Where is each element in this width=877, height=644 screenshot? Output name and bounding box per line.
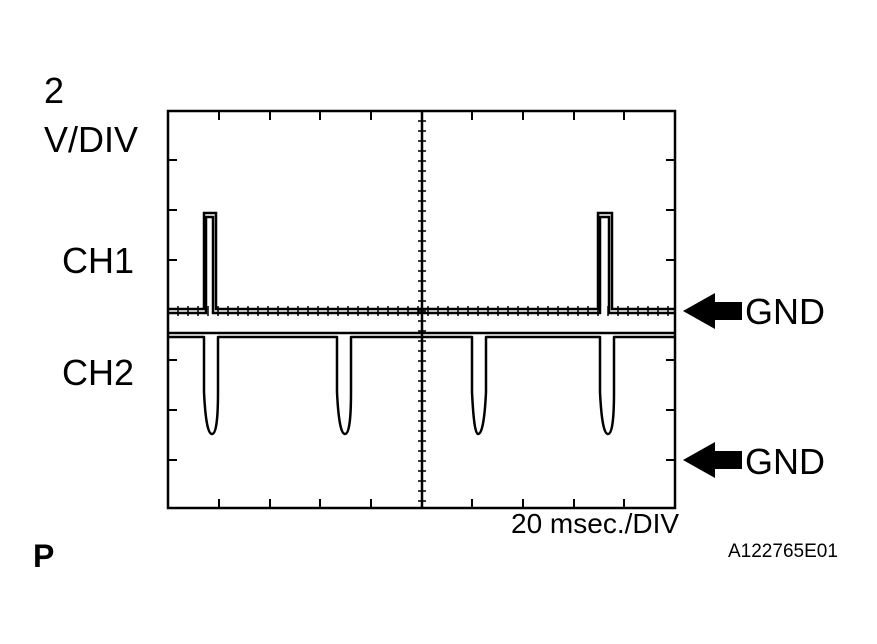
- right-edge-ticks: [666, 159, 675, 461]
- ch1-gnd-label: GND: [745, 291, 825, 332]
- volts-per-div-unit: V/DIV: [44, 119, 139, 160]
- corner-letter: P: [33, 538, 55, 574]
- volts-per-div-value: 2: [44, 70, 65, 111]
- ch1-trace: [168, 211, 675, 315]
- ch2-trace: [168, 331, 675, 436]
- time-per-div-label: 20 msec./DIV: [511, 508, 680, 539]
- top-edge-ticks: [218, 111, 625, 120]
- ch1-gnd-arrow-icon: [683, 293, 742, 329]
- center-horizontal-axis-ticks: [177, 306, 669, 316]
- ch2-label: CH2: [62, 352, 135, 393]
- left-edge-ticks: [168, 159, 177, 461]
- ch2-gnd-label: GND: [745, 441, 825, 482]
- bottom-edge-ticks: [218, 499, 625, 508]
- ch1-label: CH1: [62, 240, 135, 281]
- figure-id: A122765E01: [728, 541, 838, 562]
- ch2-gnd-arrow-icon: [683, 442, 742, 478]
